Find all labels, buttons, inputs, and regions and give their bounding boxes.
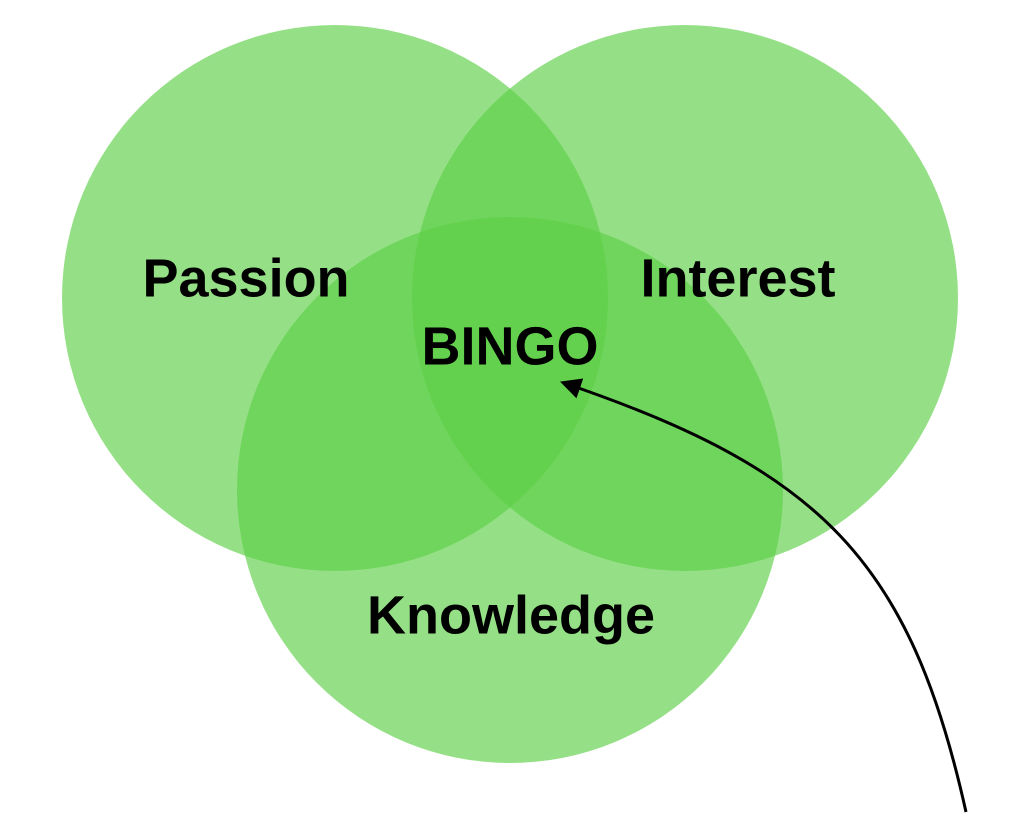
pointer-arrow <box>560 378 968 813</box>
label-bingo: BINGO <box>421 316 598 376</box>
label-knowledge: Knowledge <box>367 585 655 645</box>
circle-knowledge <box>237 217 783 763</box>
label-interest: Interest <box>640 248 835 308</box>
label-passion: Passion <box>142 248 349 308</box>
